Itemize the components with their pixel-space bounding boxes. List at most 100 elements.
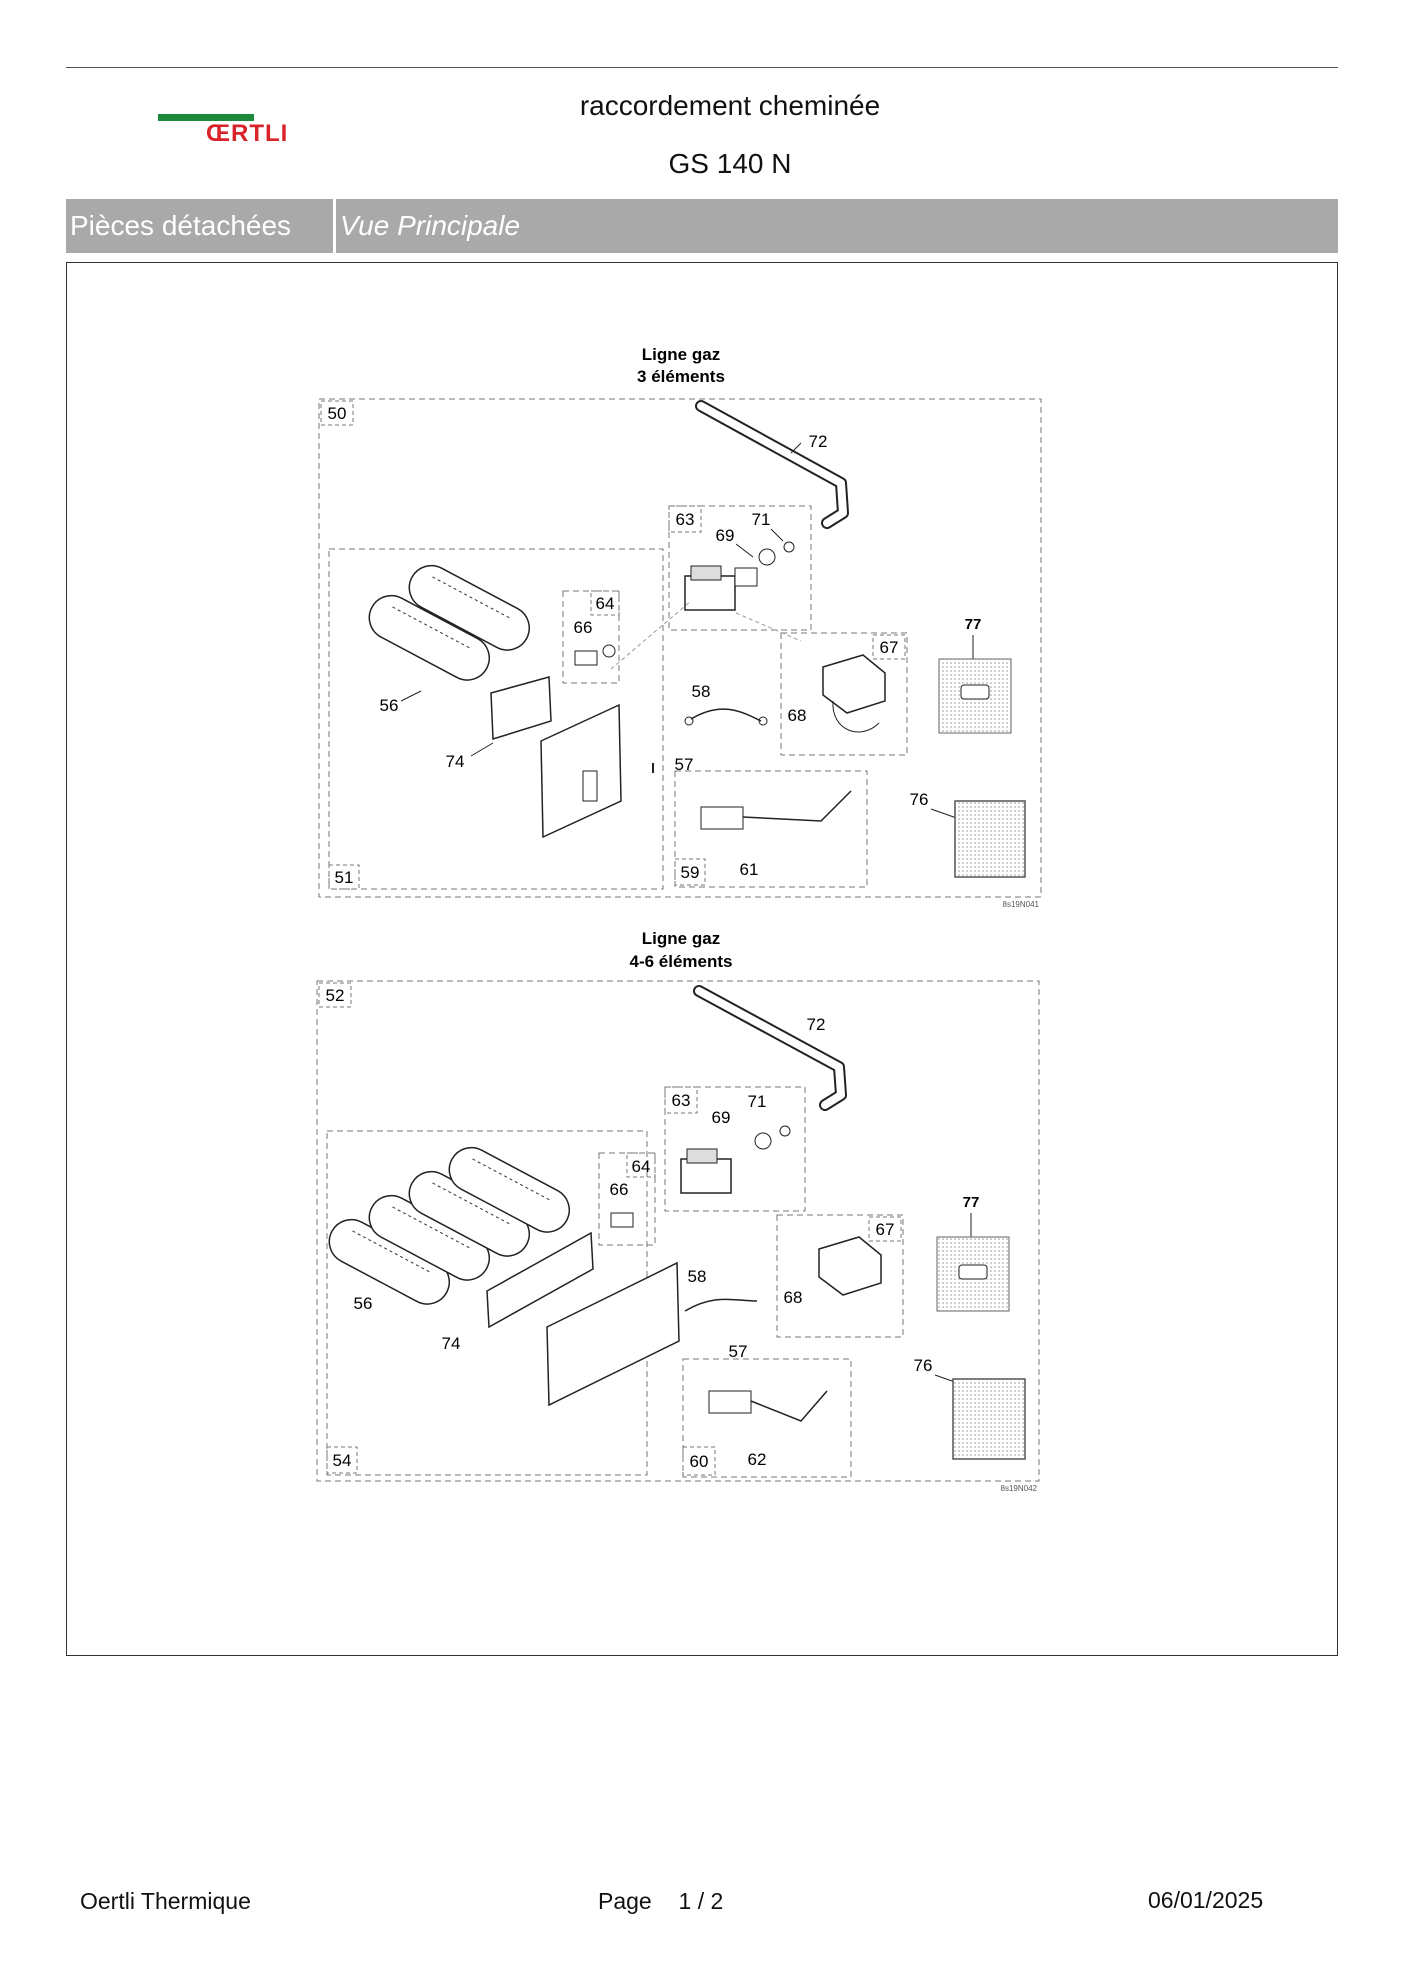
diagram-4-6-elements: Ligne gaz 4-6 éléments 52 54 72 63 71 69… <box>316 929 1040 1493</box>
label-68: 68 <box>784 1288 803 1307</box>
footer-date: 06/01/2025 <box>1148 1887 1264 1913</box>
burner-tubes <box>368 564 531 681</box>
page-separator: / <box>697 1888 705 1914</box>
pilot-burner <box>708 1390 752 1414</box>
diagram2-ref-code: 8s19N042 <box>1001 1484 1038 1493</box>
burner-plate <box>546 1261 680 1407</box>
cable-end-a <box>684 716 694 726</box>
group-50-box <box>318 398 1042 898</box>
diagram1-heading-line2: 3 éléments <box>637 367 725 386</box>
label-68: 68 <box>788 706 807 725</box>
gas-valve-body <box>684 575 736 611</box>
electrode-cable <box>684 1298 758 1312</box>
label-51: 51 <box>335 868 354 887</box>
gas-pipe-inner <box>695 987 845 1109</box>
label-69: 69 <box>712 1108 731 1127</box>
pilot-tube <box>750 1390 828 1422</box>
label-57: 57 <box>729 1342 748 1361</box>
leader-71 <box>770 528 784 542</box>
page-total: 2 <box>710 1888 724 1914</box>
label-66: 66 <box>574 618 593 637</box>
pilot-tube <box>742 790 852 822</box>
label-62: 62 <box>748 1450 767 1469</box>
leader-69 <box>735 543 754 558</box>
label-54: 54 <box>333 1451 352 1470</box>
label-54-box <box>326 1446 358 1474</box>
leader-56 <box>400 690 422 702</box>
label-56: 56 <box>354 1294 373 1313</box>
nozzle-77 <box>960 684 990 700</box>
label-52-box <box>318 982 352 1008</box>
diagram-3-elements: Ligne gaz 3 éléments 50 51 72 63 71 69 6… <box>318 345 1042 909</box>
label-63-box <box>668 505 702 533</box>
section-label: Pièces détachées <box>66 199 333 253</box>
label-59: 59 <box>681 863 700 882</box>
footer-company: Oertli Thermique <box>80 1888 251 1914</box>
gasket-kit-76 <box>954 800 1026 878</box>
group-67-box <box>780 632 908 756</box>
gasket-kit-76 <box>952 1378 1026 1460</box>
label-63: 63 <box>676 510 695 529</box>
burner-plate <box>540 703 622 839</box>
label-67: 67 <box>876 1220 895 1239</box>
label-67-box <box>872 634 906 660</box>
label-50: 50 <box>328 404 347 423</box>
label-51-box <box>328 864 360 890</box>
gas-valve-body <box>680 1158 732 1194</box>
label-56: 56 <box>380 696 399 715</box>
label-63: 63 <box>672 1091 691 1110</box>
label-58: 58 <box>688 1267 707 1286</box>
valve-fitting <box>734 567 758 587</box>
injector-block <box>574 650 598 666</box>
burner-tubes <box>328 1146 571 1305</box>
label-60: 60 <box>690 1452 709 1471</box>
label-76: 76 <box>910 790 929 809</box>
group-64-box <box>598 1152 656 1246</box>
group-60-box <box>682 1358 852 1478</box>
insulation-plate <box>490 676 552 741</box>
fitting-nut <box>754 1132 772 1150</box>
label-59-box <box>674 858 706 886</box>
nozzle-77 <box>958 1264 988 1280</box>
electrode-cable <box>690 708 762 722</box>
label-71: 71 <box>752 510 771 529</box>
insulation-plate <box>486 1231 594 1329</box>
diagram1-heading-line1: Ligne gaz <box>642 345 720 364</box>
label-64-box <box>626 1152 656 1178</box>
leader-74 <box>470 742 494 757</box>
footer-page: Page 1 / 2 <box>598 1888 723 1915</box>
plate-stub <box>582 770 598 802</box>
logo-text: ŒRTLI <box>206 120 289 147</box>
oertli-logo: ŒRTLI <box>158 114 304 150</box>
label-72: 72 <box>809 432 828 451</box>
label-58: 58 <box>692 682 711 701</box>
label-77: 77 <box>965 616 982 633</box>
group-59-box <box>674 770 868 888</box>
label-71: 71 <box>748 1092 767 1111</box>
group-63-box <box>668 505 812 631</box>
label-57: 57 <box>675 755 694 774</box>
page-label: Page <box>598 1888 652 1914</box>
label-61: 61 <box>740 860 759 879</box>
diagram-frame: Ligne gaz 3 éléments 50 51 72 63 71 69 6… <box>66 262 1338 1656</box>
connector-line <box>610 600 692 670</box>
label-52: 52 <box>326 986 345 1005</box>
connector-line <box>735 612 802 642</box>
injector-seal <box>602 644 616 658</box>
diagram2-heading-line2: 4-6 éléments <box>630 952 733 971</box>
diagram2-heading-line1: Ligne gaz <box>642 929 720 948</box>
gas-valve-top <box>686 1148 718 1164</box>
label-66: 66 <box>610 1180 629 1199</box>
injector-block <box>610 1212 634 1228</box>
label-76: 76 <box>914 1356 933 1375</box>
group-64-box <box>562 590 620 684</box>
model-title: GS 140 N <box>668 148 792 179</box>
group-51-box <box>328 548 664 890</box>
label-50-box <box>320 400 354 426</box>
label-77: 77 <box>963 1194 980 1211</box>
page-current: 1 <box>678 1888 692 1914</box>
label-60-box <box>682 1446 716 1476</box>
label-74: 74 <box>442 1334 461 1353</box>
label-67: 67 <box>880 638 899 657</box>
top-rule <box>66 67 1338 68</box>
